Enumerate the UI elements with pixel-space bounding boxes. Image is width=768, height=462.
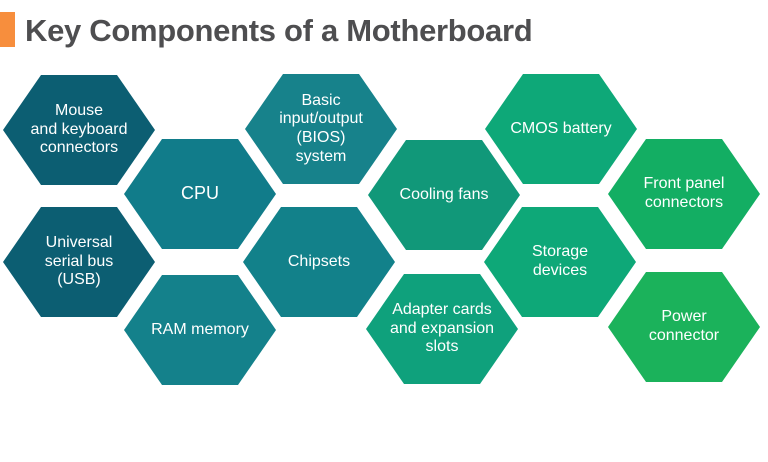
- hexagon-cooling-fans: Cooling fans: [368, 140, 520, 250]
- hexagon-label: Cooling fans: [399, 185, 489, 203]
- hexagon-label: Storage devices: [531, 243, 589, 279]
- hexagon-label: CMOS battery: [510, 119, 612, 137]
- hexagon-bios: Basic input/output (BIOS) system: [245, 74, 397, 184]
- hexagon-label: Basic input/output (BIOS) system: [279, 91, 363, 165]
- hexagon-label: Front panel connectors: [643, 175, 725, 211]
- page-title: Key Components of a Motherboard: [25, 13, 533, 48]
- hexagon-label: Chipsets: [287, 252, 351, 270]
- hexagon-power-connector: Power connector: [608, 272, 760, 382]
- hexagon-label: CPU: [180, 183, 219, 204]
- hexagon-label: RAM memory: [151, 320, 249, 338]
- hexagon-label: Mouse and keyboard connectors: [30, 101, 128, 157]
- hexagon-usb: Universal serial bus (USB): [3, 207, 155, 317]
- hexagon-mouse-keyboard-connectors: Mouse and keyboard connectors: [3, 75, 155, 185]
- hexagon-label: Power connector: [648, 308, 720, 344]
- hexagon-label: Universal serial bus (USB): [44, 233, 114, 289]
- hexagon-chipsets: Chipsets: [243, 207, 395, 317]
- hexagon-ram-memory: RAM memory: [124, 275, 276, 385]
- hexagon-front-panel-connectors: Front panel connectors: [608, 139, 760, 249]
- title-accent-bar: [0, 12, 15, 47]
- hexagon-label: Adapter cards and expansion slots: [389, 300, 495, 356]
- hexagon-cmos-battery: CMOS battery: [485, 74, 637, 184]
- hexagon-adapter-cards-expansion-slots: Adapter cards and expansion slots: [366, 274, 518, 384]
- hexagon-storage-devices: Storage devices: [484, 207, 636, 317]
- hexagon-cpu: CPU: [124, 139, 276, 249]
